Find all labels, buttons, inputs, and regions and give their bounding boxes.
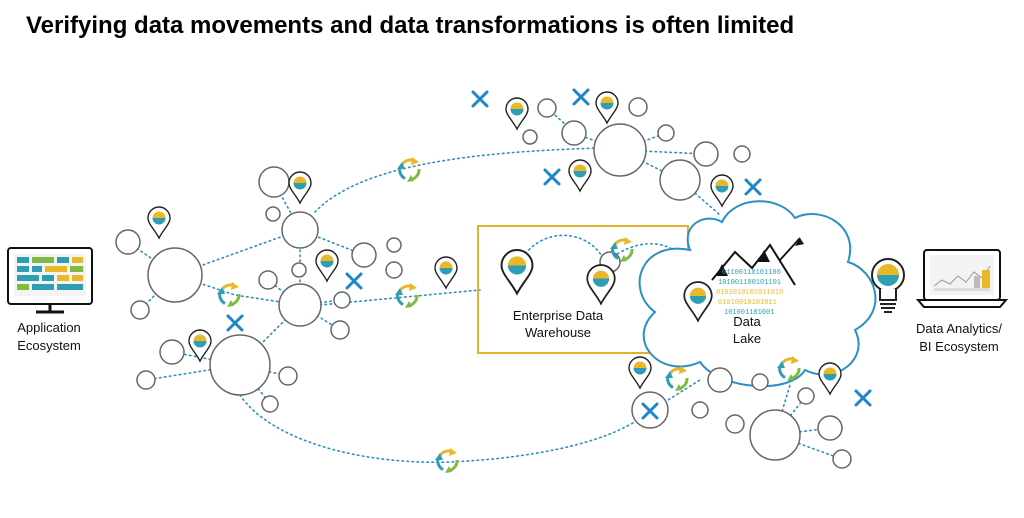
laptop-chart-icon xyxy=(915,249,1009,308)
svg-text:01100110101100: 01100110101100 xyxy=(722,269,781,277)
analytics-label-line2: BI Ecosystem xyxy=(919,339,998,354)
data-lake-cloud xyxy=(638,200,877,388)
page-title: Verifying data movements and data transf… xyxy=(26,12,795,39)
data-lake-art: 01100110101100 101001100101101 010101010… xyxy=(711,237,804,317)
edw-label-line1: Enterprise Data xyxy=(513,308,604,323)
svg-text:101001101001: 101001101001 xyxy=(724,309,774,317)
application-label-line2: Ecosystem xyxy=(17,338,81,353)
edw-label-line2: Warehouse xyxy=(525,325,591,340)
lake-label-line1: Data xyxy=(733,314,761,329)
application-label-line1: Application xyxy=(17,320,81,335)
monitor-dashboard-icon xyxy=(7,247,93,314)
lake-label-line2: Lake xyxy=(733,331,761,346)
svg-text:01010010101011: 01010010101011 xyxy=(718,299,777,307)
hub-nodes xyxy=(147,123,801,461)
svg-text:101001100101101: 101001100101101 xyxy=(718,279,781,287)
analytics-label-line1: Data Analytics/ xyxy=(916,321,1002,336)
lightbulb-icon xyxy=(871,258,905,313)
svg-text:0101010101011010: 0101010101011010 xyxy=(716,289,783,297)
